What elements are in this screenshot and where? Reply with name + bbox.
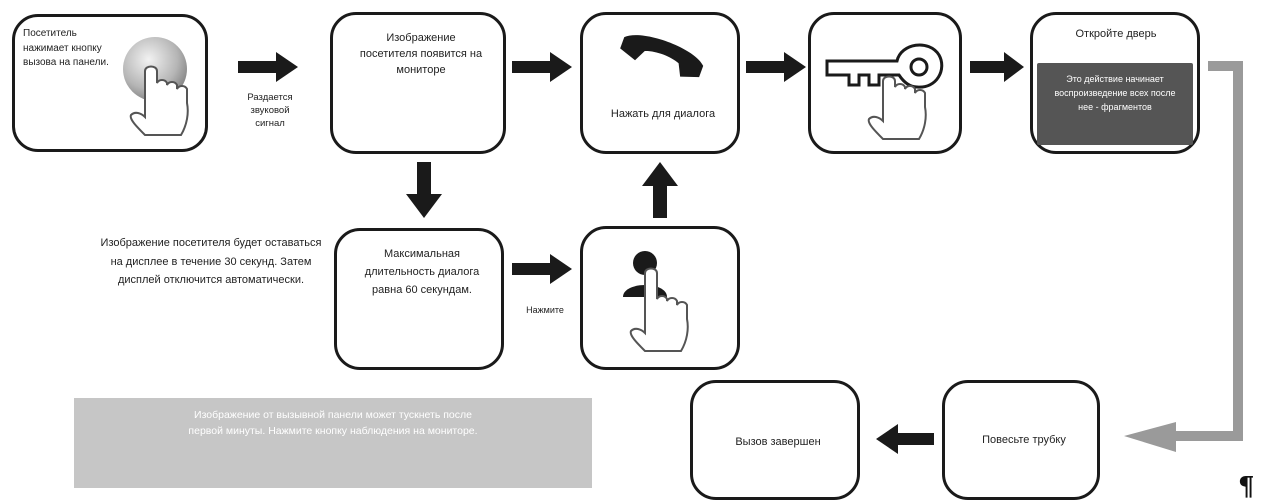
flow-arrow-2 — [512, 52, 572, 82]
step-press-talk-box: Нажать для диалога — [580, 12, 740, 154]
step-max-duration-box: Максимальная длительность диалога равна … — [334, 228, 504, 370]
step-open-door-box: Откройте дверь Это действие начинает вос… — [1030, 12, 1200, 154]
person-press-icon — [623, 251, 689, 352]
flow-arrow-4 — [970, 52, 1024, 82]
step-call-ended-text: Вызов завершен — [735, 436, 821, 448]
display-timeout-note: Изображение посетителя будет оставаться … — [100, 237, 322, 287]
call-button-hand-icon — [123, 37, 189, 136]
flow-arrow-press — [512, 254, 572, 284]
door-note-panel: Это действие начинает воспроизведение вс… — [1037, 63, 1193, 145]
flow-arrow-left — [876, 424, 934, 454]
step-monitor-press-box — [580, 226, 740, 370]
step-hang-up-text: Повесьте трубку — [982, 434, 1066, 446]
step-max-duration-text: Максимальная длительность диалога равна … — [364, 248, 480, 297]
flow-arrow-up — [642, 162, 678, 218]
pilcrow-mark: ¶ — [1238, 472, 1255, 502]
step-visitor-press-box: Посетитель нажимает кнопку вызова на пан… — [12, 14, 208, 152]
step-press-talk-text: Нажать для диалога — [610, 108, 716, 120]
step-visitor-press-text: Посетитель нажимает кнопку вызова на пан… — [23, 28, 109, 68]
press-label: Нажмите — [526, 305, 564, 315]
phone-handset-icon — [620, 35, 704, 78]
flow-arrow-3 — [746, 52, 806, 82]
key-hand-icon — [825, 43, 944, 140]
sound-signal-label: Раздается звуковой сигнал — [247, 92, 293, 129]
flow-arrow-1 — [238, 52, 298, 82]
info-banner: Изображение от вызывной панели может тус… — [74, 398, 592, 488]
step-hang-up-box: Повесьте трубку — [942, 380, 1100, 500]
step-image-on-monitor-box: Изображение посетителя появится на монит… — [330, 12, 506, 154]
step-call-ended-box: Вызов завершен — [690, 380, 860, 500]
step-image-on-monitor-text: Изображение посетителя появится на монит… — [359, 32, 483, 76]
flow-arrow-down — [406, 162, 442, 218]
flow-connector-gray — [1124, 61, 1243, 452]
step-open-door-text: Откройте дверь — [1075, 28, 1157, 40]
step-unlock-box — [808, 12, 962, 154]
